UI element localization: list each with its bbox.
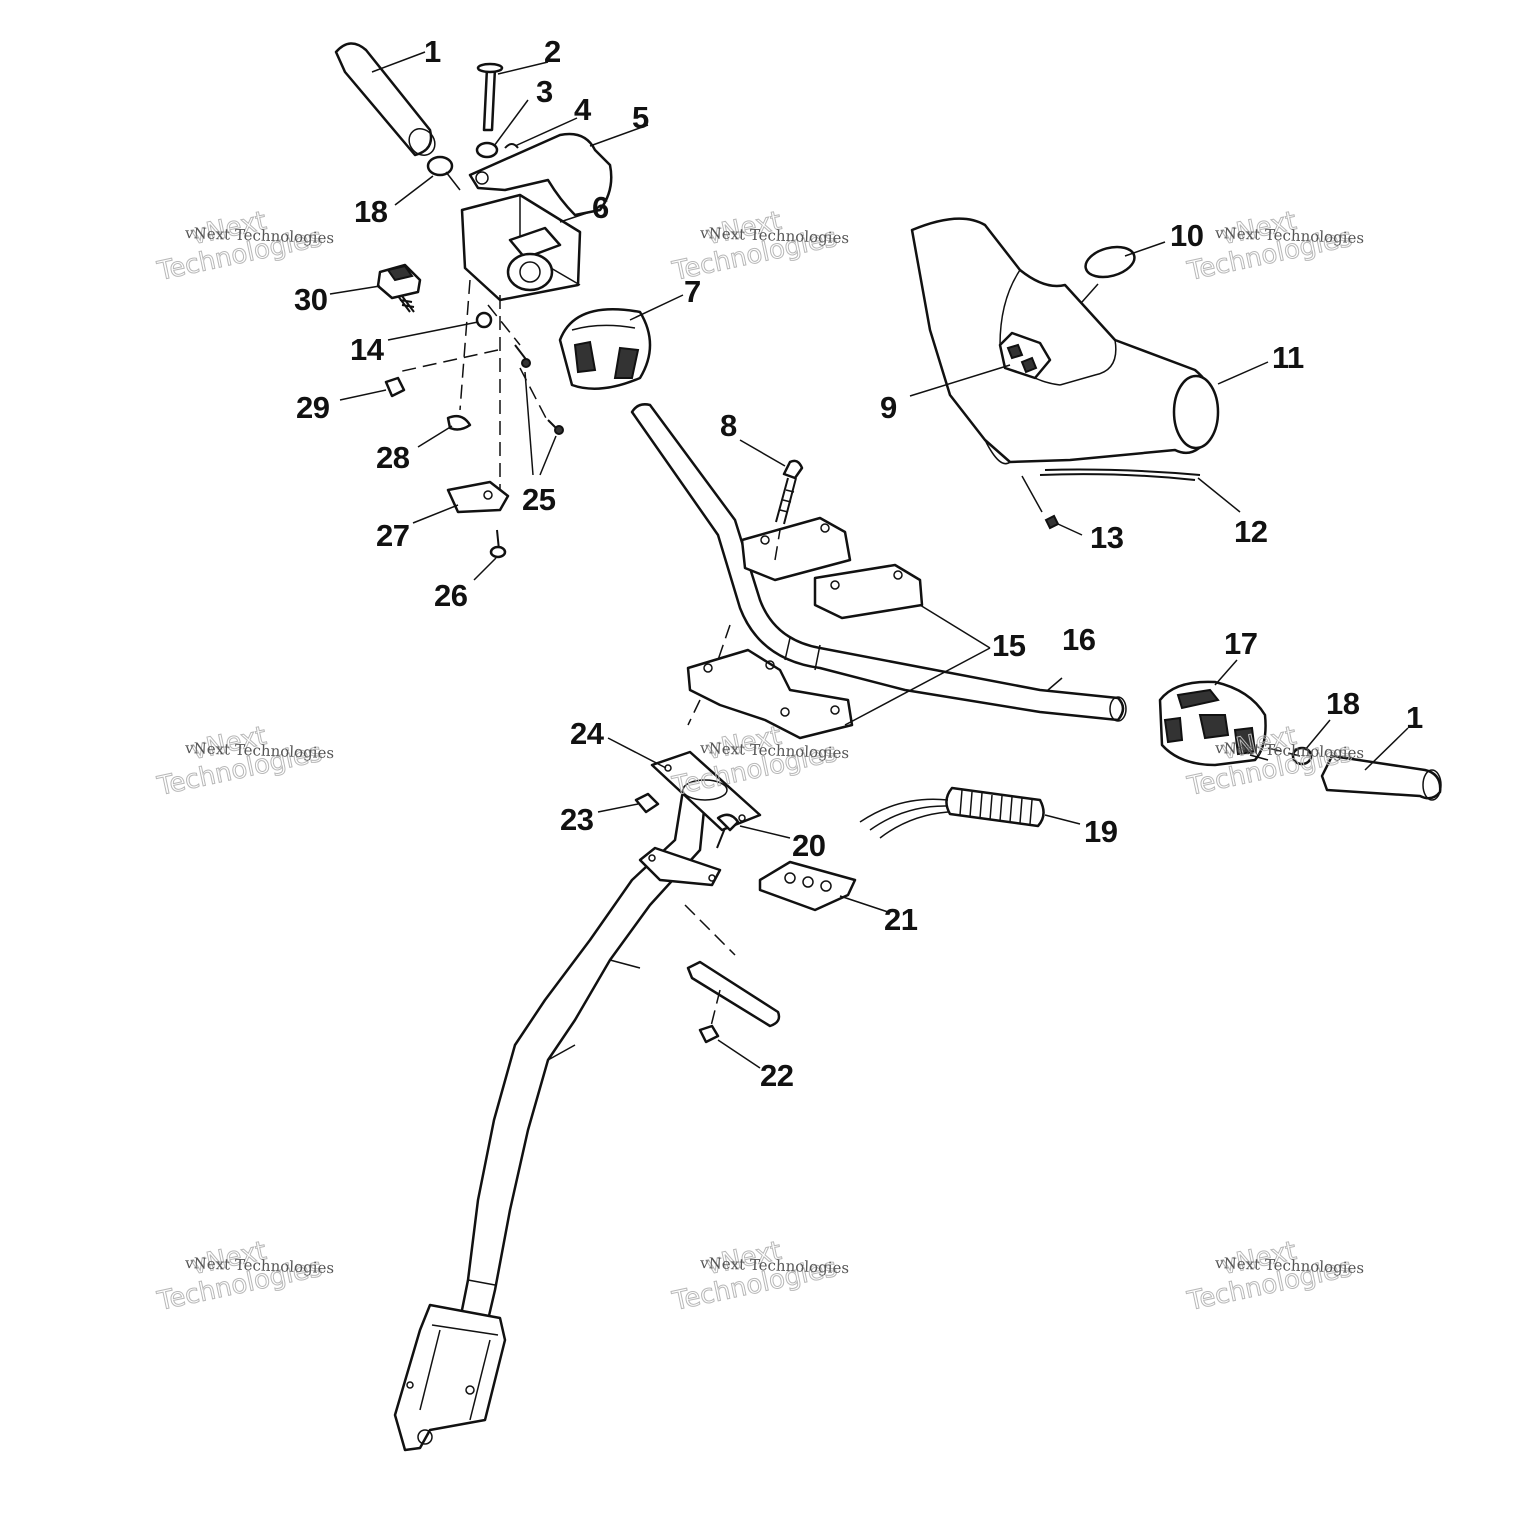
switch xyxy=(376,263,422,313)
callout-4: 4 xyxy=(574,92,592,127)
callout-28: 28 xyxy=(376,440,410,475)
callout-30: 30 xyxy=(294,282,327,317)
right-grip xyxy=(1291,746,1442,801)
callout-19: 19 xyxy=(1084,814,1118,849)
handlebar-pad xyxy=(910,217,1220,465)
watermark-text: vNext Technologies xyxy=(184,1254,335,1277)
bushing xyxy=(558,308,652,390)
callout-15: 15 xyxy=(992,628,1026,663)
callout-24: 24 xyxy=(570,716,605,751)
callout-27: 27 xyxy=(376,518,409,553)
callout-1: 1 xyxy=(424,34,441,69)
callout-21: 21 xyxy=(884,902,918,937)
throttle-lever xyxy=(468,132,613,217)
callout-8: 8 xyxy=(720,408,737,443)
throttle-housing xyxy=(460,193,582,302)
callout-10: 10 xyxy=(1170,218,1203,253)
callout-23: 23 xyxy=(560,802,594,837)
plug-left xyxy=(426,155,454,177)
callout-14: 14 xyxy=(350,332,385,367)
callout-5: 5 xyxy=(632,100,649,135)
watermark-text: vNext Technologies xyxy=(699,739,850,762)
watermark-text: vNext Technologies xyxy=(1214,739,1365,762)
switch-housing xyxy=(1158,680,1269,767)
pivot-bolt xyxy=(475,62,519,159)
callout-9: 9 xyxy=(880,390,897,425)
assembly-lines xyxy=(397,279,1301,1031)
handlebar-clamps xyxy=(686,516,924,740)
handlebar xyxy=(630,403,1127,722)
callout-2: 2 xyxy=(544,34,561,69)
callout-7: 7 xyxy=(684,274,701,309)
left-grip xyxy=(334,42,436,157)
callout-12: 12 xyxy=(1234,514,1267,549)
small-fasteners xyxy=(384,311,564,559)
leader-lines xyxy=(329,51,1409,1069)
callout-17: 17 xyxy=(1224,626,1257,661)
mount-hardware xyxy=(634,792,857,1044)
callout-22: 22 xyxy=(760,1058,793,1093)
callout-1-right: 1 xyxy=(1406,700,1423,735)
steering-post xyxy=(393,750,762,1452)
callout-6: 6 xyxy=(592,190,609,225)
callout-26: 26 xyxy=(434,578,468,613)
callout-labels: 1 2 3 4 5 18 6 30 14 7 29 28 25 27 26 8 … xyxy=(294,34,1424,1093)
callout-25: 25 xyxy=(522,482,556,517)
pad-strap xyxy=(1039,468,1201,530)
watermark-text: vNext Technologies xyxy=(699,224,850,247)
clamp-bolt xyxy=(775,459,804,525)
callout-18-right: 18 xyxy=(1326,686,1360,721)
callout-16: 16 xyxy=(1062,622,1096,657)
grip-heater xyxy=(859,786,1045,839)
callout-20: 20 xyxy=(792,828,825,863)
callout-3: 3 xyxy=(536,74,553,109)
callout-29: 29 xyxy=(296,390,330,425)
watermark-text: vNext Technologies xyxy=(699,1254,850,1277)
callout-11: 11 xyxy=(1272,340,1304,375)
callout-18: 18 xyxy=(354,194,388,229)
watermark-text: vNext Technologies xyxy=(1214,224,1365,247)
watermark-text: vNext Technologies xyxy=(1214,1254,1365,1277)
callout-13: 13 xyxy=(1090,520,1124,555)
watermark-text: vNext Technologies xyxy=(184,739,335,762)
watermark-text: vNext Technologies xyxy=(184,224,335,247)
